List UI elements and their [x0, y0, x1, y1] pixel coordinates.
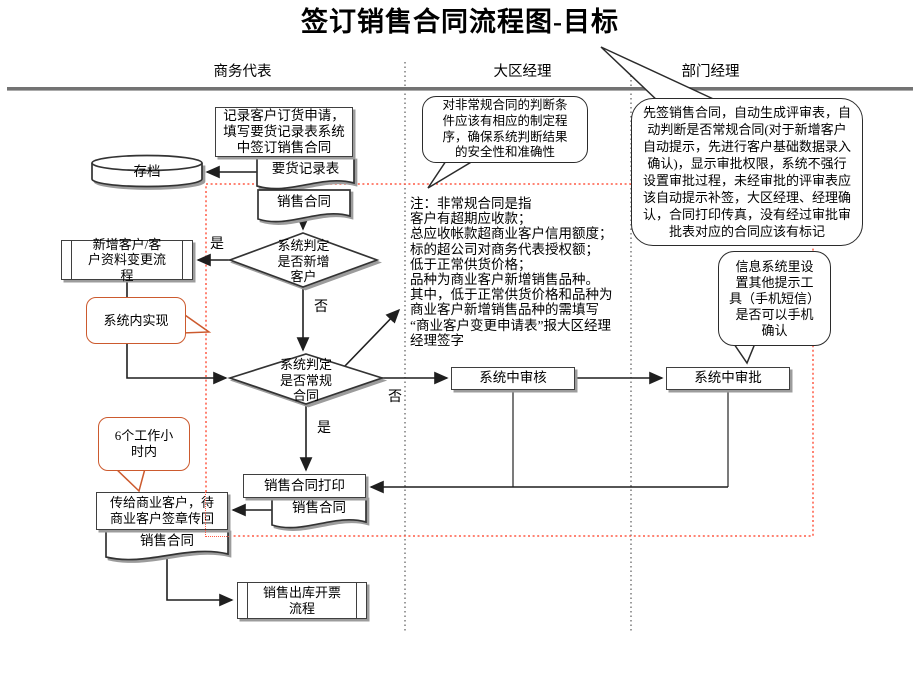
flow-box-record-order: 记录客户订货申请， 填写要货记录表系统 中签订销售合同 — [215, 107, 353, 157]
subprocess-new-customer: 新增客户/客 户资料变更流 程 — [61, 237, 193, 283]
system-approve-label: 系统中审批 — [694, 370, 762, 386]
callout-sms-label: 信息系统里设 置其他提示工 具（手机短信） 是否可以手机 确认 — [728, 258, 820, 338]
callout-presign: 先签销售合同，自动生成评审表，自 动判断是否常规合同(对于新增客户 自动提示，先… — [631, 98, 863, 246]
send-to-customer-label: 传给商业客户，待 商业客户签章传回 — [109, 494, 214, 527]
label-decision1-yes: 是 — [210, 237, 224, 252]
decision2-shape — [227, 353, 385, 405]
callout-judge-condition: 对非常规合同的判断条 件应该有相应的制定程 序，确保系统判断结果 的安全性和准确… — [422, 96, 588, 163]
doc-contract1-shape — [257, 189, 351, 223]
decision-shapes — [227, 232, 388, 408]
doc-contract3-label: 销售合同 — [140, 533, 194, 548]
label-decision1-no: 否 — [314, 300, 328, 315]
doc-contract2-shape — [271, 495, 367, 529]
flow-box-send-to-customer: 传给商业客户，待 商业客户签章传回 — [96, 492, 228, 530]
callout-system-impl: 系统内实现 — [86, 297, 186, 344]
red-boundary — [205, 183, 814, 537]
lane-label-business-rep: 商务代表 — [213, 64, 272, 80]
tail-system-impl-callout — [181, 311, 212, 334]
red-boundary-overlay — [205, 492, 229, 537]
contract-print-label: 销售合同打印 — [264, 477, 345, 493]
flow-box-system-review: 系统中审核 — [451, 367, 575, 390]
callout-six-hours: 6个工作小 时内 — [98, 417, 190, 471]
callout-sms: 信息系统里设 置其他提示工 具（手机短信） 是否可以手机 确认 — [718, 251, 831, 346]
flow-box-system-approve: 系统中审批 — [666, 367, 790, 390]
document-shapes — [105, 156, 370, 563]
archive-cylinder — [91, 154, 206, 190]
page-title: 签订销售合同流程图-目标 — [301, 7, 619, 37]
doc-request-shape — [256, 156, 355, 190]
label-decision2-yes: 是 — [317, 421, 331, 436]
note-nonregular-contract: 注：非常规合同是指 客户有超期应收款； 总应收帐款超商业客户信用额度； 标的超公… — [410, 196, 613, 348]
arrow-decision2-to-note — [343, 308, 401, 368]
doc-contract3-shape — [105, 528, 229, 561]
system-review-label: 系统中审核 — [479, 370, 547, 386]
lane-label-dept-manager: 部门经理 — [681, 64, 740, 80]
header-rule — [7, 87, 913, 91]
callout-presign-label: 先签销售合同，自动生成评审表，自 动判断是否常规合同(对于新增客户 自动提示，先… — [642, 105, 851, 239]
subprocess-new-customer-label: 新增客户/客 户资料变更流 程 — [87, 236, 166, 283]
callout-judge-condition-label: 对非常规合同的判断条 件应该有相应的制定程 序，确保系统判断结果 的安全性和准确… — [442, 97, 568, 160]
decision-new-customer-label: 系统判定 是否新增 客户 — [277, 238, 330, 284]
callout-system-impl-label: 系统内实现 — [103, 312, 169, 328]
decision-regular-contract-label: 系统判定 是否常规 合同 — [279, 357, 332, 403]
doc-contract2-label: 销售合同 — [292, 500, 346, 515]
subprocess-outbound-label: 销售出库开票 流程 — [262, 584, 341, 616]
flow-box-contract-print: 销售合同打印 — [243, 474, 366, 498]
doc-contract1-label: 销售合同 — [277, 194, 331, 209]
record-order-label: 记录客户订货申请， 填写要货记录表系统 中签订销售合同 — [223, 107, 345, 156]
decision1-shape — [227, 232, 380, 288]
callout-six-hours-label: 6个工作小 时内 — [114, 427, 174, 460]
archive-label: 存档 — [133, 164, 161, 179]
arrow-send-to-outbound — [166, 558, 234, 607]
lane-label-region-manager: 大区经理 — [493, 64, 552, 80]
archive-cylinder-top — [91, 154, 203, 172]
subprocess-outbound-invoice: 销售出库开票 流程 — [237, 582, 367, 619]
doc-request-label: 要货记录表 — [271, 161, 340, 176]
label-decision2-no: 否 — [388, 390, 402, 405]
